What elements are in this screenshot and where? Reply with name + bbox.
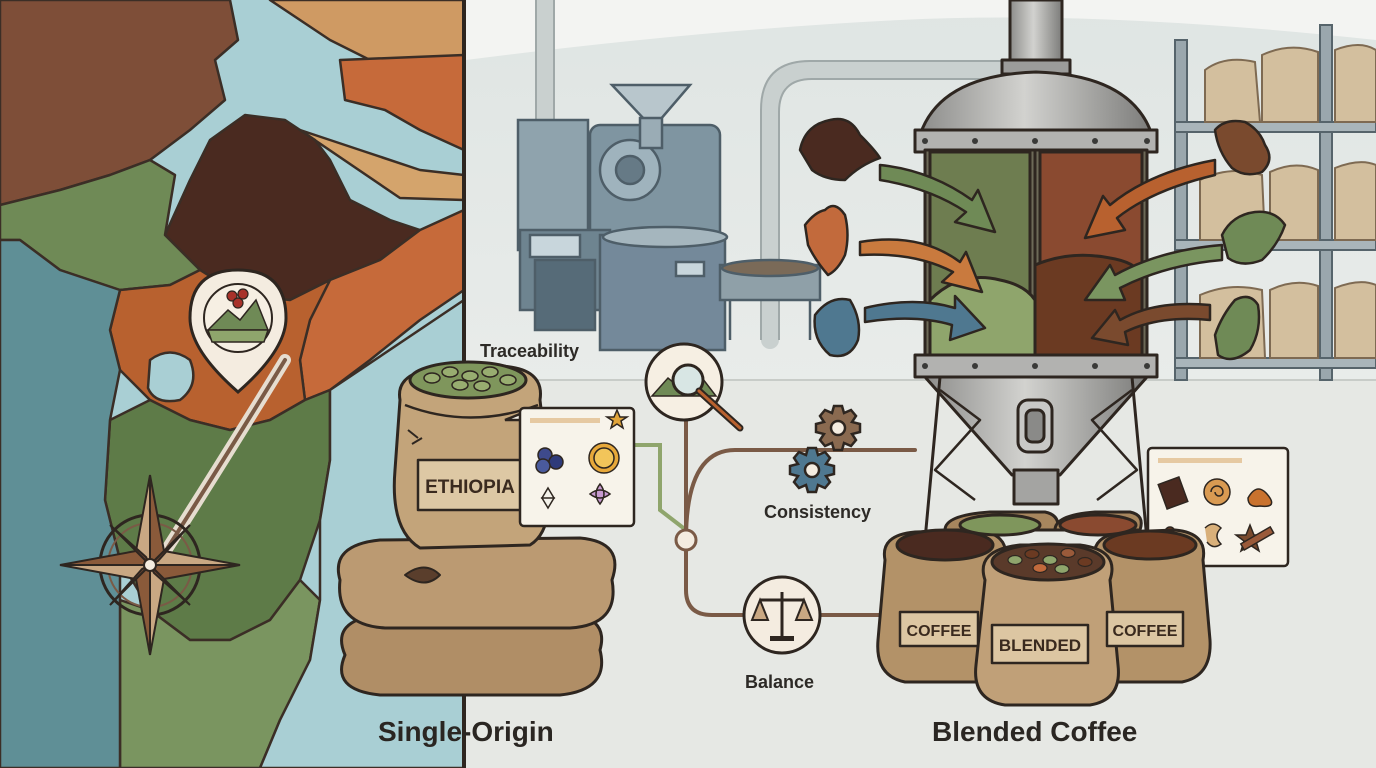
center-blend-sack-label: BLENDED xyxy=(999,636,1081,655)
traceability-label: Traceability xyxy=(480,341,580,361)
origin-country-shapes xyxy=(798,117,1287,361)
scales-icon xyxy=(742,575,822,655)
storage-shelves xyxy=(1174,24,1376,381)
magnifier-icon xyxy=(644,342,744,432)
map-pin-icon xyxy=(188,268,288,394)
left-blend-sack-label: COFFEE xyxy=(907,623,972,640)
blend-arrows xyxy=(858,158,1224,347)
right-blend-sack-label: COFFEE xyxy=(1113,623,1178,640)
silo-rivets xyxy=(922,138,1150,369)
balance-label: Balance xyxy=(745,672,815,692)
gear-icon xyxy=(788,404,862,494)
blended-coffee-title: Blended Coffee xyxy=(932,716,1138,747)
blended-sacks xyxy=(876,510,1212,707)
single-origin-sacks xyxy=(337,360,617,697)
connector-node xyxy=(674,528,698,552)
ceiling-pipes xyxy=(536,0,1019,349)
roaster-machine xyxy=(516,83,822,352)
compass-rose-icon xyxy=(59,474,241,656)
origin-sack-label: ETHIOPIA xyxy=(425,477,515,498)
flavor-card-icon xyxy=(504,406,636,528)
connector-lines xyxy=(628,418,917,617)
consistency-label: Consistency xyxy=(764,502,872,522)
single-origin-title: Single-Origin xyxy=(378,716,554,747)
